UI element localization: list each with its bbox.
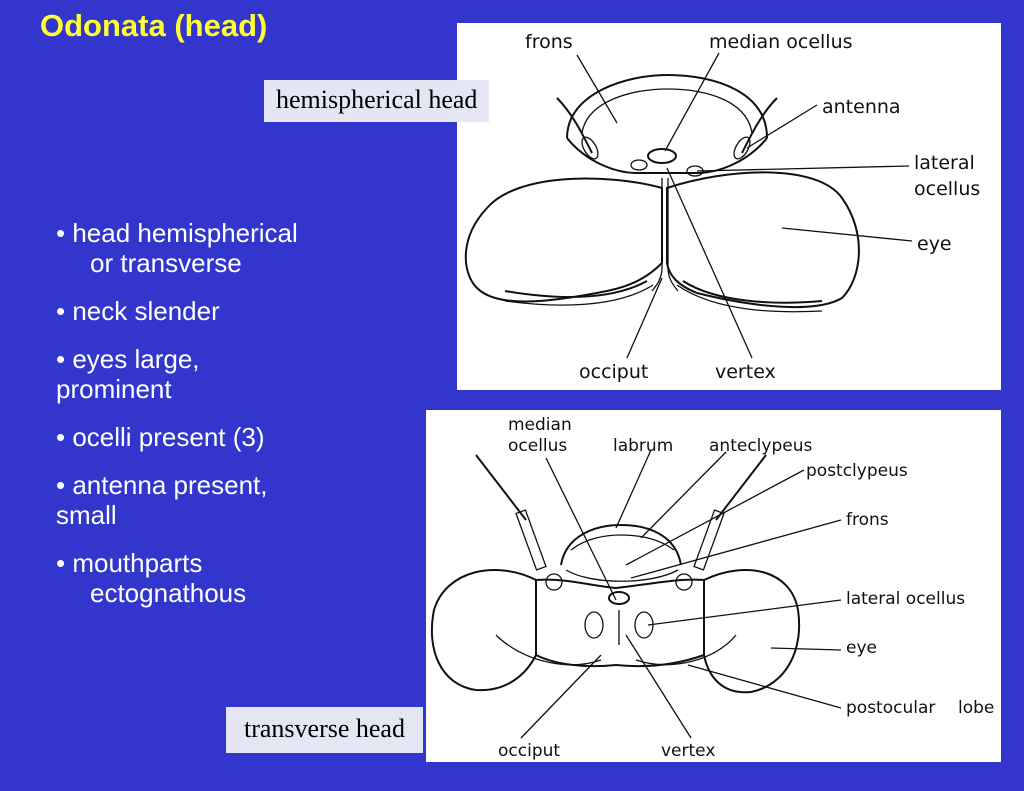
- bullet-text: • neck slender: [56, 296, 220, 326]
- vertex-midline: [651, 178, 663, 292]
- label-anteclypeus: anteclypeus: [709, 436, 812, 456]
- caption-hemispherical-head: hemispherical head: [264, 80, 490, 122]
- bullet-text-continued: prominent: [56, 374, 172, 404]
- hemispherical-head-diagram: frons median ocellus antenna lateral oce…: [457, 23, 1001, 390]
- anteclypeus-line: [570, 534, 675, 551]
- bullet-text: • mouthparts: [56, 548, 203, 578]
- bullet-list: • head hemispherical or transverse • nec…: [56, 218, 386, 626]
- right-occipital-bar-inner: [676, 284, 823, 313]
- frons-inner: [581, 88, 753, 134]
- median-ocellus-shape: [608, 591, 630, 605]
- bullet-item: • eyes large, prominent: [56, 344, 386, 404]
- bullet-item: • mouthparts ectognathous: [56, 548, 386, 608]
- bullet-text: • eyes large,: [56, 344, 200, 374]
- median-ocellus-shape: [647, 148, 677, 164]
- leader-anteclypeus: [640, 451, 727, 539]
- leader-occiput: [626, 277, 663, 359]
- right-antenna-scape: [693, 509, 725, 571]
- left-eye-outline: [430, 569, 537, 692]
- leader-vertex: [666, 167, 753, 359]
- leader-eye: [781, 227, 913, 242]
- bullet-text: • antenna present,: [56, 470, 268, 500]
- label-lobe: lobe: [958, 698, 994, 718]
- frons-outline: [566, 73, 768, 139]
- leader-antenna: [746, 104, 818, 149]
- left-lateral-ocellus-shape: [584, 611, 604, 639]
- bullet-text-continued: ectognathous: [90, 578, 247, 608]
- leader-postclypeus: [625, 469, 805, 566]
- transverse-head-diagram: median ocellus labrum anteclypeus postcl…: [426, 410, 1001, 762]
- label-frons: frons: [525, 31, 573, 53]
- label-labrum: labrum: [613, 436, 673, 456]
- left-occipital-bar: [504, 280, 648, 298]
- label-median-ocellus: median ocellus: [709, 31, 853, 53]
- caption-transverse-head: transverse head: [226, 707, 423, 753]
- leader-frons: [576, 54, 618, 124]
- left-postocular-lobe: [495, 634, 602, 666]
- label-frons: frons: [846, 510, 889, 530]
- bullet-text: • ocelli present (3): [56, 422, 265, 452]
- right-antenna-flagellum: [715, 454, 767, 521]
- right-eye-outline: [666, 171, 860, 309]
- label-median: median: [508, 415, 572, 435]
- left-antenna-flagellum: [475, 454, 527, 521]
- leader-eye: [770, 647, 842, 651]
- leader-occiput: [520, 654, 602, 739]
- leader-median-ocellus: [545, 457, 617, 601]
- bullet-item: • ocelli present (3): [56, 422, 386, 452]
- bullet-item: • antenna present, small: [56, 470, 386, 530]
- postclypeus-line: [565, 569, 679, 582]
- leader-postocular-lobe: [687, 664, 842, 709]
- right-antenna: [741, 97, 778, 154]
- label-lateral-ocellus: lateral ocellus: [846, 589, 965, 609]
- leader-vertex: [625, 634, 692, 739]
- label-eye: eye: [917, 233, 952, 255]
- label-occiput: occiput: [579, 361, 648, 383]
- left-antenna: [556, 97, 593, 154]
- slide-title: Odonata (head): [40, 8, 268, 43]
- hemispherical-head-drawing: frons median ocellus antenna lateral oce…: [464, 31, 980, 383]
- label-vertex: vertex: [715, 361, 776, 383]
- label-ocellus: ocellus: [508, 436, 567, 456]
- bullet-item: • head hemispherical or transverse: [56, 218, 386, 278]
- bullet-item: • neck slender: [56, 296, 386, 326]
- face-lower-edge: [566, 137, 768, 174]
- label-lateral: lateral: [914, 152, 975, 174]
- left-eye-outline: [464, 177, 663, 303]
- label-postocular: postocular: [846, 698, 935, 718]
- label-ocellus: ocellus: [914, 178, 980, 200]
- label-vertex: vertex: [661, 741, 715, 761]
- leader-lateral-ocellus: [647, 599, 842, 626]
- leader-labrum: [615, 449, 652, 529]
- right-occipital-bar: [682, 280, 823, 304]
- label-occiput: occiput: [498, 741, 560, 761]
- label-antenna: antenna: [822, 96, 901, 118]
- leader-frons: [630, 519, 842, 579]
- central-head-outline: [535, 578, 705, 668]
- label-eye: eye: [846, 638, 877, 658]
- left-lateral-ocellus-shape: [630, 159, 648, 171]
- right-postocular-lobe: [635, 634, 737, 666]
- right-eye-outline: [703, 569, 801, 694]
- left-occipital-bar-inner: [504, 284, 654, 306]
- left-antenna-base: [581, 136, 599, 160]
- bullet-text-continued: small: [56, 500, 117, 530]
- left-antenna-socket: [545, 573, 563, 591]
- transverse-head-drawing: median ocellus labrum anteclypeus postcl…: [430, 415, 994, 761]
- left-antenna-scape: [515, 509, 547, 571]
- vertex-midline-right: [667, 178, 679, 292]
- bullet-text-continued: or transverse: [90, 248, 242, 278]
- right-antenna-socket: [675, 573, 693, 591]
- right-antenna-base: [733, 136, 751, 160]
- clypeus-dome: [560, 523, 682, 566]
- bullet-text: • head hemispherical: [56, 218, 298, 248]
- leader-lateral-ocellus: [696, 165, 910, 172]
- label-postclypeus: postclypeus: [806, 461, 908, 481]
- leader-median-ocellus: [664, 52, 720, 152]
